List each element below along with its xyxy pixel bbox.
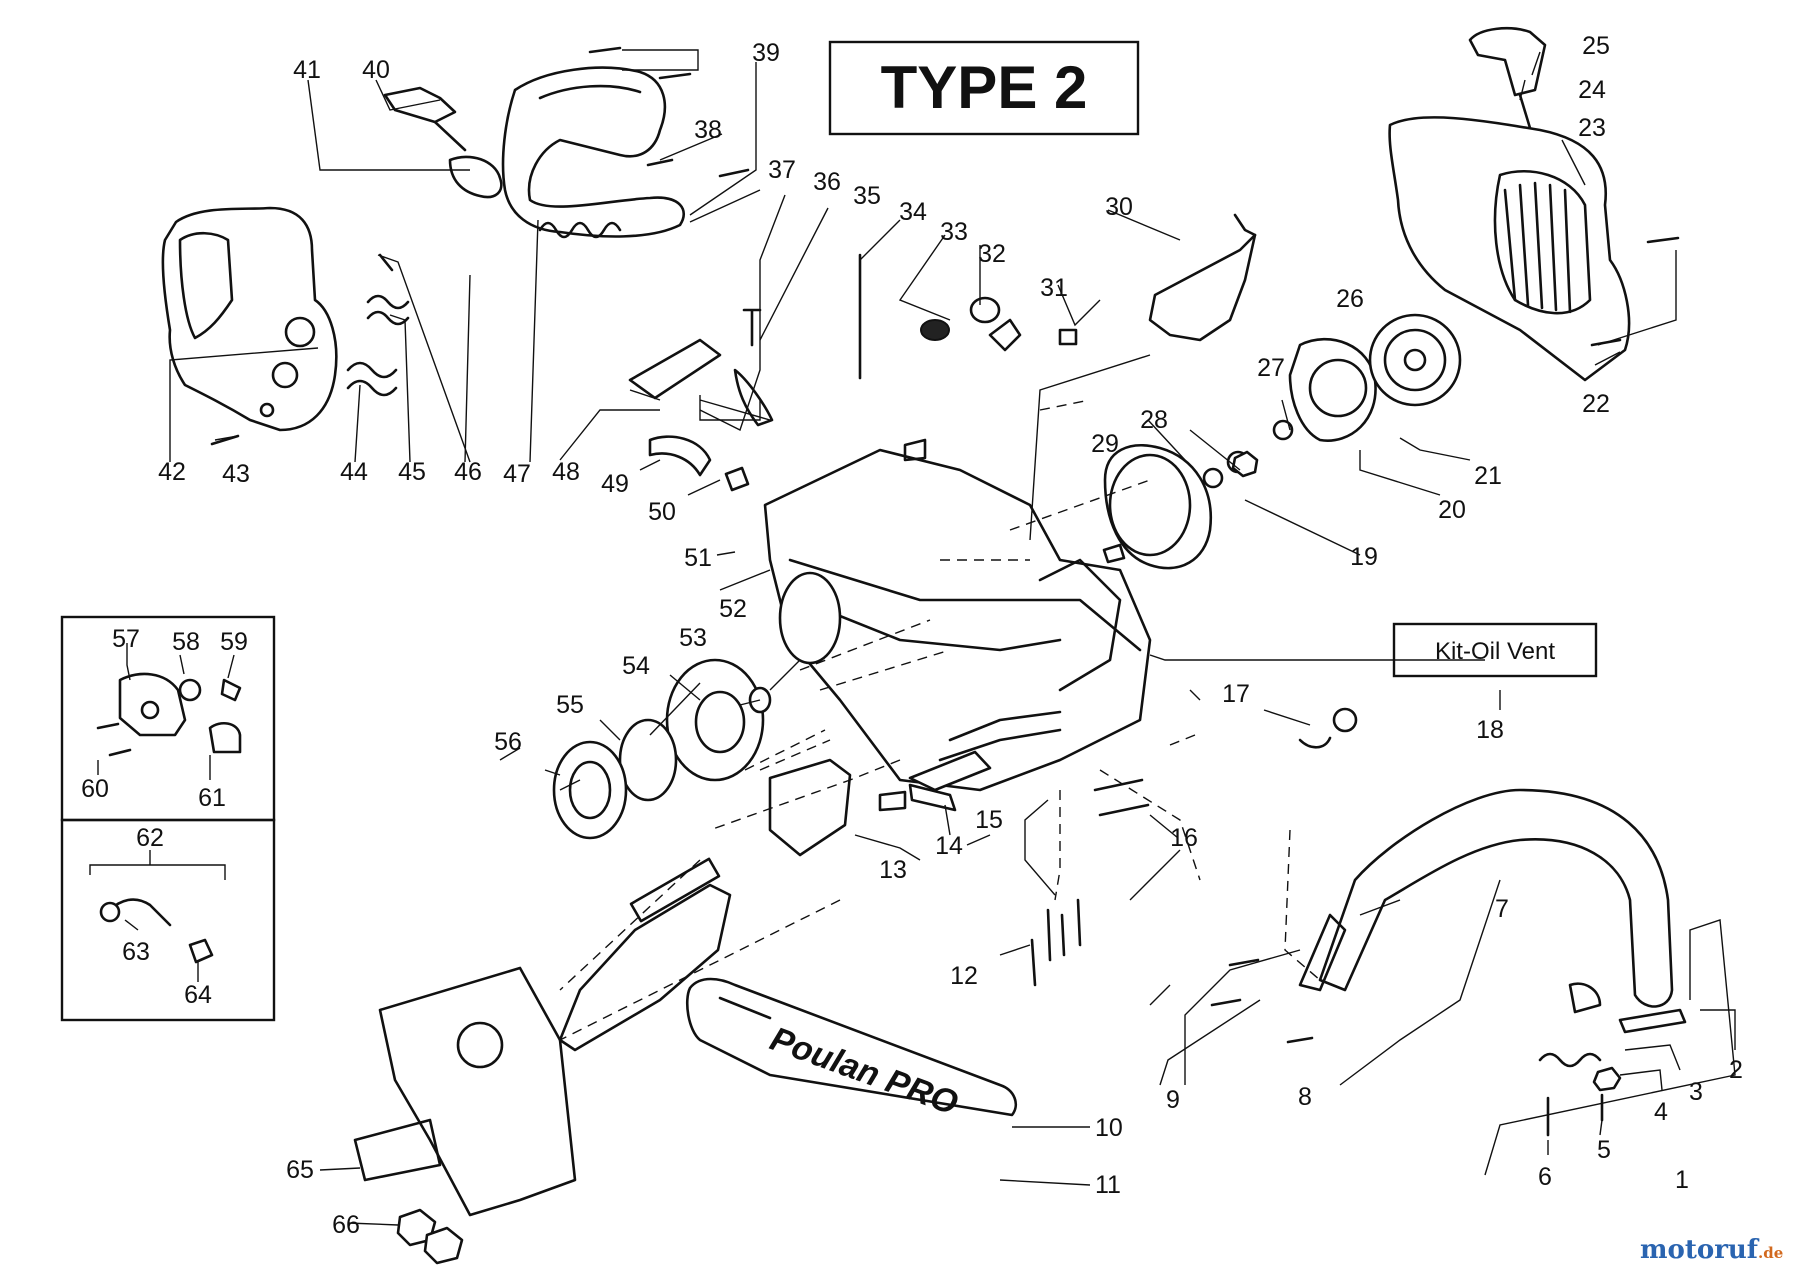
- kit-oil-vent-label: Kit-Oil Vent: [1435, 638, 1555, 665]
- front-handle: [1318, 788, 1674, 1008]
- callout-27: 27: [1257, 354, 1285, 382]
- callout-5: 5: [1597, 1136, 1611, 1164]
- callout-12: 12: [950, 962, 978, 990]
- spring-47: [538, 221, 622, 239]
- callout-8: 8: [1298, 1083, 1312, 1111]
- callout-56: 56: [494, 728, 522, 756]
- spring-44: [346, 361, 398, 397]
- callout-35: 35: [853, 182, 881, 210]
- callout-44: 44: [340, 458, 368, 486]
- callout-55: 55: [556, 691, 584, 719]
- callout-33: 33: [940, 218, 968, 246]
- callout-2: 2: [1729, 1056, 1743, 1084]
- callout-30: 30: [1105, 193, 1133, 221]
- clutch-drum: [665, 658, 765, 782]
- callout-4: 4: [1654, 1098, 1668, 1126]
- callout-59: 59: [220, 628, 248, 656]
- callout-64: 64: [184, 981, 212, 1009]
- callout-31: 31: [1040, 274, 1068, 302]
- callout-49: 49: [601, 470, 629, 498]
- callout-11: 11: [1095, 1171, 1121, 1199]
- callout-40: 40: [362, 56, 390, 84]
- callout-21: 21: [1474, 462, 1502, 490]
- spring-45: [366, 294, 410, 326]
- inset-oil-line-box: [60, 818, 276, 1022]
- callout-32: 32: [978, 240, 1006, 268]
- callout-66: 66: [332, 1211, 360, 1239]
- callout-61: 61: [198, 784, 226, 812]
- callout-42: 42: [158, 458, 186, 486]
- callout-45: 45: [398, 458, 426, 486]
- callout-29: 29: [1091, 430, 1119, 458]
- callout-54: 54: [622, 652, 650, 680]
- oil-pump: [118, 672, 187, 737]
- callout-62: 62: [136, 824, 164, 852]
- callout-17: 17: [1222, 680, 1250, 708]
- flywheel: [1103, 444, 1213, 570]
- callout-65: 65: [286, 1156, 314, 1184]
- part-drawings: Poulan PRO: [96, 26, 1687, 1265]
- callout-7: 7: [1495, 895, 1509, 923]
- callout-51: 51: [684, 544, 712, 572]
- callout-9: 9: [1166, 1086, 1180, 1114]
- callout-57: 57: [112, 625, 140, 653]
- callout-20: 20: [1438, 496, 1466, 524]
- callout-60: 60: [81, 775, 109, 803]
- watermark-suffix: .de: [1758, 1244, 1783, 1262]
- callout-41: 41: [293, 56, 321, 84]
- callout-10: 10: [1095, 1114, 1123, 1142]
- callout-1: 1: [1675, 1166, 1689, 1194]
- callout-18: 18: [1476, 716, 1504, 744]
- callout-46: 46: [454, 458, 482, 486]
- callout-16: 16: [1170, 824, 1198, 852]
- guide-bar: [686, 977, 1017, 1117]
- callout-39: 39: [752, 39, 780, 67]
- leader-lines: [89, 49, 1736, 1226]
- watermark: motoruf.de: [1640, 1235, 1783, 1265]
- diagram-title: TYPE 2: [881, 54, 1088, 121]
- callout-28: 28: [1140, 406, 1168, 434]
- callout-48: 48: [552, 458, 580, 486]
- callout-14: 14: [935, 832, 963, 860]
- callout-58: 58: [172, 628, 200, 656]
- callout-63: 63: [122, 938, 150, 966]
- callout-52: 52: [719, 595, 747, 623]
- chain-brake-cover: [378, 966, 577, 1217]
- callout-24: 24: [1578, 76, 1606, 104]
- watermark-main: motoruf: [1640, 1235, 1760, 1265]
- callout-numbers: 1 2 3 4 5 6 7 8 9 10 11 12 13 14 15 16 1…: [81, 32, 1743, 1239]
- callout-43: 43: [222, 460, 250, 488]
- callout-3: 3: [1689, 1078, 1703, 1106]
- callout-22: 22: [1582, 390, 1610, 418]
- watermark-text: motoruf.de: [1640, 1235, 1783, 1265]
- callout-26: 26: [1336, 285, 1364, 313]
- callout-38: 38: [694, 116, 722, 144]
- callout-47: 47: [503, 460, 531, 488]
- callout-15: 15: [975, 806, 1003, 834]
- top-handle: [501, 66, 685, 238]
- callout-25: 25: [1582, 32, 1610, 60]
- kit-box: [1392, 622, 1598, 678]
- callout-19: 19: [1350, 543, 1378, 571]
- callout-36: 36: [813, 168, 841, 196]
- callout-23: 23: [1578, 114, 1606, 142]
- callout-13: 13: [879, 856, 907, 884]
- callout-50: 50: [648, 498, 676, 526]
- callout-6: 6: [1538, 1163, 1552, 1191]
- callout-37: 37: [768, 156, 796, 184]
- callout-34: 34: [899, 198, 927, 226]
- title-box: [828, 40, 1140, 136]
- callout-53: 53: [679, 624, 707, 652]
